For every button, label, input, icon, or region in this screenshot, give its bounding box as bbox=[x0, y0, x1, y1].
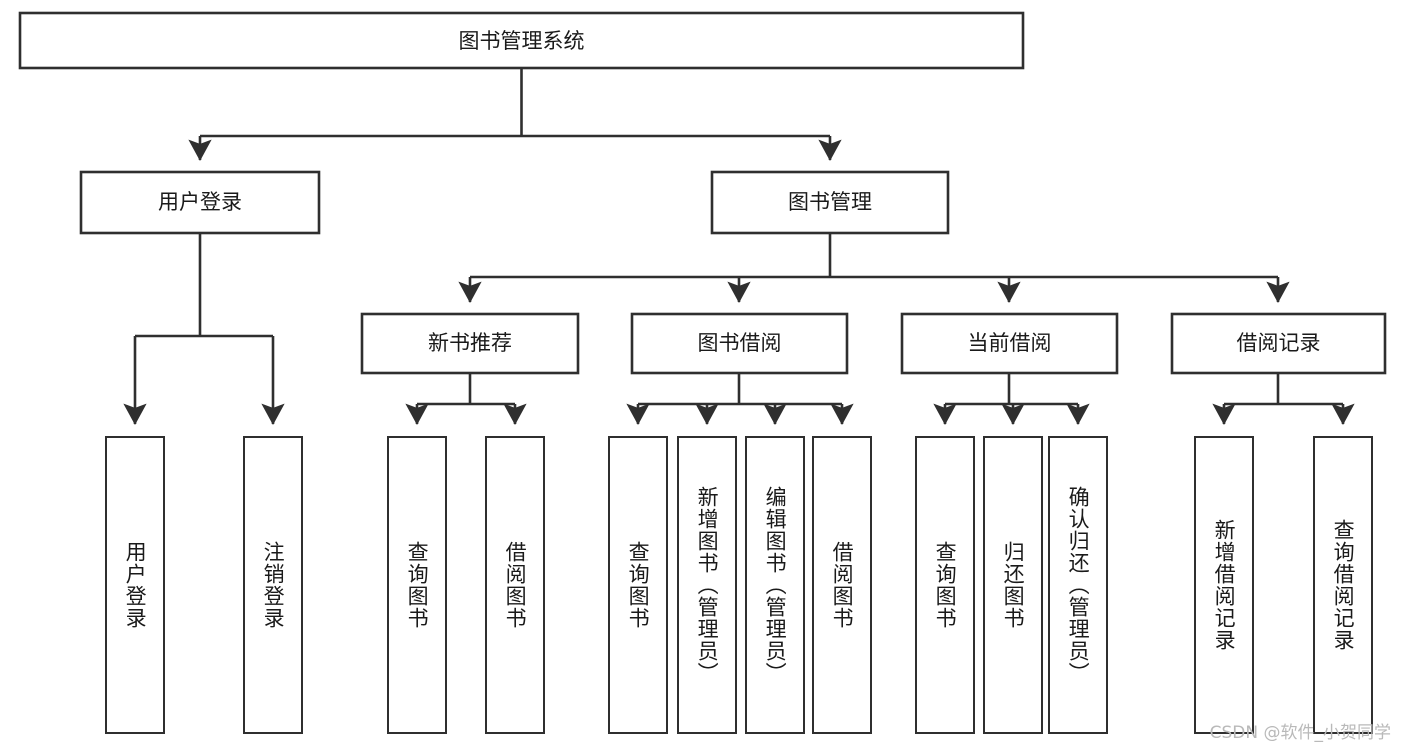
node-leaf-logout[interactable]: 注销登录 bbox=[243, 436, 303, 734]
node-leaf-query-book-rec-label: 查询图书 bbox=[405, 541, 430, 629]
node-root-label: 图书管理系统 bbox=[459, 29, 585, 53]
node-current-borrow-label: 当前借阅 bbox=[968, 331, 1052, 355]
node-leaf-query-book-bb-label: 查询图书 bbox=[626, 541, 651, 629]
node-leaf-add-record-label: 新增借阅记录 bbox=[1212, 519, 1237, 651]
node-leaf-user-login[interactable]: 用户登录 bbox=[105, 436, 165, 734]
node-leaf-query-book-bb[interactable]: 查询图书 bbox=[608, 436, 668, 734]
node-leaf-add-record[interactable]: 新增借阅记录 bbox=[1194, 436, 1254, 734]
node-leaf-add-book[interactable]: 新增图书（管理员） bbox=[677, 436, 737, 734]
node-leaf-logout-label: 注销登录 bbox=[261, 541, 286, 629]
node-leaf-query-record-label: 查询借阅记录 bbox=[1331, 519, 1356, 651]
node-root[interactable]: 图书管理系统 bbox=[18, 11, 1025, 70]
node-book-manage-label: 图书管理 bbox=[788, 190, 872, 214]
node-borrow-record[interactable]: 借阅记录 bbox=[1170, 312, 1387, 375]
node-leaf-add-book-label: 新增图书（管理员） bbox=[695, 486, 720, 684]
node-leaf-query-book-cb-label: 查询图书 bbox=[933, 541, 958, 629]
node-leaf-user-login-label: 用户登录 bbox=[123, 541, 148, 629]
node-user-login-label: 用户登录 bbox=[158, 190, 242, 214]
node-borrow-record-label: 借阅记录 bbox=[1237, 331, 1321, 355]
node-leaf-query-book-cb[interactable]: 查询图书 bbox=[915, 436, 975, 734]
node-leaf-query-book-rec[interactable]: 查询图书 bbox=[387, 436, 447, 734]
node-new-book-rec-label: 新书推荐 bbox=[428, 331, 512, 355]
node-leaf-edit-book-label: 编辑图书（管理员） bbox=[763, 486, 788, 684]
node-leaf-confirm-return[interactable]: 确认归还（管理员） bbox=[1048, 436, 1108, 734]
node-leaf-confirm-return-label: 确认归还（管理员） bbox=[1066, 486, 1091, 684]
node-new-book-rec[interactable]: 新书推荐 bbox=[360, 312, 580, 375]
csdn-watermark: CSDN @软件_小贺同学 bbox=[1209, 723, 1391, 743]
node-leaf-borrow-book-bb[interactable]: 借阅图书 bbox=[812, 436, 872, 734]
connectors-layer bbox=[123, 68, 1355, 425]
node-book-borrow[interactable]: 图书借阅 bbox=[630, 312, 849, 375]
node-user-login[interactable]: 用户登录 bbox=[79, 170, 321, 235]
node-leaf-edit-book[interactable]: 编辑图书（管理员） bbox=[745, 436, 805, 734]
node-leaf-borrow-book-rec-label: 借阅图书 bbox=[503, 541, 528, 629]
node-leaf-borrow-book-rec[interactable]: 借阅图书 bbox=[485, 436, 545, 734]
node-book-borrow-label: 图书借阅 bbox=[698, 331, 782, 355]
node-book-manage[interactable]: 图书管理 bbox=[710, 170, 950, 235]
node-leaf-return-book[interactable]: 归还图书 bbox=[983, 436, 1043, 734]
node-leaf-return-book-label: 归还图书 bbox=[1001, 541, 1026, 629]
node-leaf-query-record[interactable]: 查询借阅记录 bbox=[1313, 436, 1373, 734]
node-leaf-borrow-book-bb-label: 借阅图书 bbox=[830, 541, 855, 629]
node-current-borrow[interactable]: 当前借阅 bbox=[900, 312, 1119, 375]
